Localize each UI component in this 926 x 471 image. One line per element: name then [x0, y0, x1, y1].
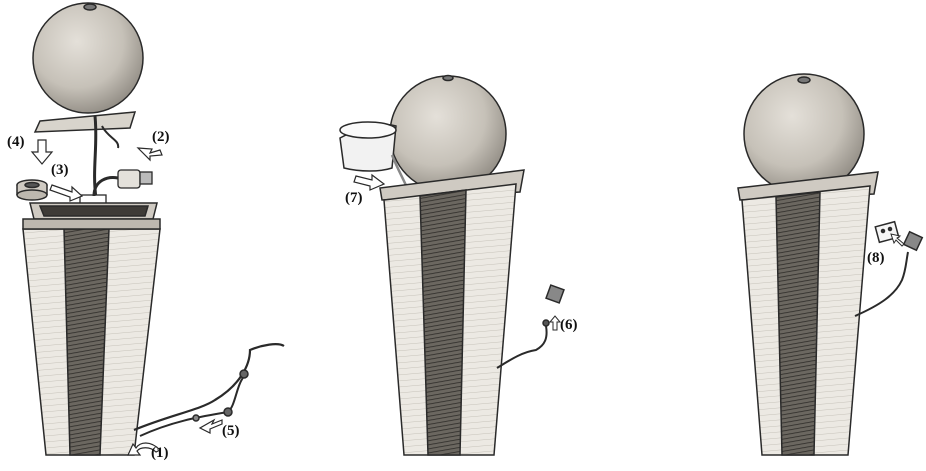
sphere-top-hole	[83, 3, 97, 11]
cover-plate	[33, 111, 137, 133]
planter-box	[737, 171, 879, 456]
water-jug	[339, 121, 410, 191]
arrow-5	[198, 418, 223, 434]
arrow-7	[353, 173, 386, 191]
arrow-2	[136, 147, 163, 162]
step-label-8: (8)	[867, 250, 885, 266]
power-plug	[542, 284, 565, 327]
arrow-1	[127, 442, 162, 456]
adapter-cylinder	[16, 179, 48, 201]
sphere-ball	[32, 2, 144, 114]
power-cable	[496, 325, 548, 369]
figure-2-filling	[339, 74, 565, 456]
step-label-7: (7)	[345, 190, 363, 206]
arrow-6	[548, 315, 562, 331]
step-label-2: (2)	[152, 129, 170, 145]
power-plug	[902, 230, 924, 252]
planter-box	[22, 202, 161, 456]
step-label-5: (5)	[222, 423, 240, 439]
arrow-3	[49, 184, 84, 202]
step-label-3: (3)	[51, 162, 69, 178]
arrow-4	[30, 139, 54, 165]
step-label-1: (1)	[151, 445, 169, 461]
power-cable	[854, 251, 909, 317]
step-label-6: (6)	[560, 317, 578, 333]
power-cable	[133, 343, 285, 432]
step-label-4: (4)	[7, 134, 25, 150]
planter-box	[379, 169, 525, 456]
figure-3-assembled	[737, 73, 924, 456]
arrow-8	[890, 233, 905, 247]
figure-1-disassembled	[16, 2, 285, 456]
